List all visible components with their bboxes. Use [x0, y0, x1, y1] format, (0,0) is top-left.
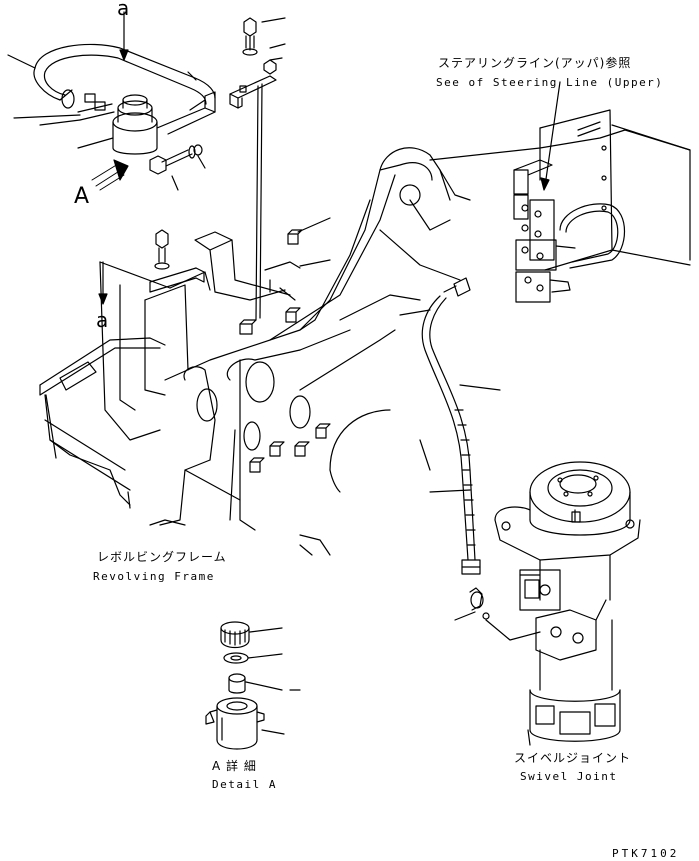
reservoir-assembly	[7, 11, 216, 191]
revolving-frame-jp: レボルビングフレーム	[97, 550, 227, 564]
steering-ref-jp: ステアリングライン(アッパ)参照	[438, 56, 632, 70]
upper-bracket	[189, 17, 286, 321]
detail-a-en: Detail A	[212, 778, 277, 791]
pilot-hose	[421, 277, 541, 641]
steering-ref-en: See of Steering Line (Upper)	[436, 76, 664, 89]
drawing-code: PTK7102	[612, 847, 680, 860]
view-arrow-A-label: A	[74, 184, 90, 209]
steering-valve-block	[513, 81, 691, 303]
swivel-joint-en: Swivel Joint	[520, 770, 618, 783]
swivel-joint-jp: スイベルジョイント	[514, 751, 632, 765]
revolving-frame	[39, 129, 691, 556]
view-arrow-a-lower-label: a	[96, 308, 109, 332]
revolving-frame-en: Revolving Frame	[93, 570, 215, 583]
detail-a-assembly	[205, 621, 301, 750]
view-arrow-a-top-label: a	[117, 0, 130, 20]
detail-a-jp: A 詳 細	[212, 759, 257, 773]
swivel-joint	[494, 461, 641, 746]
